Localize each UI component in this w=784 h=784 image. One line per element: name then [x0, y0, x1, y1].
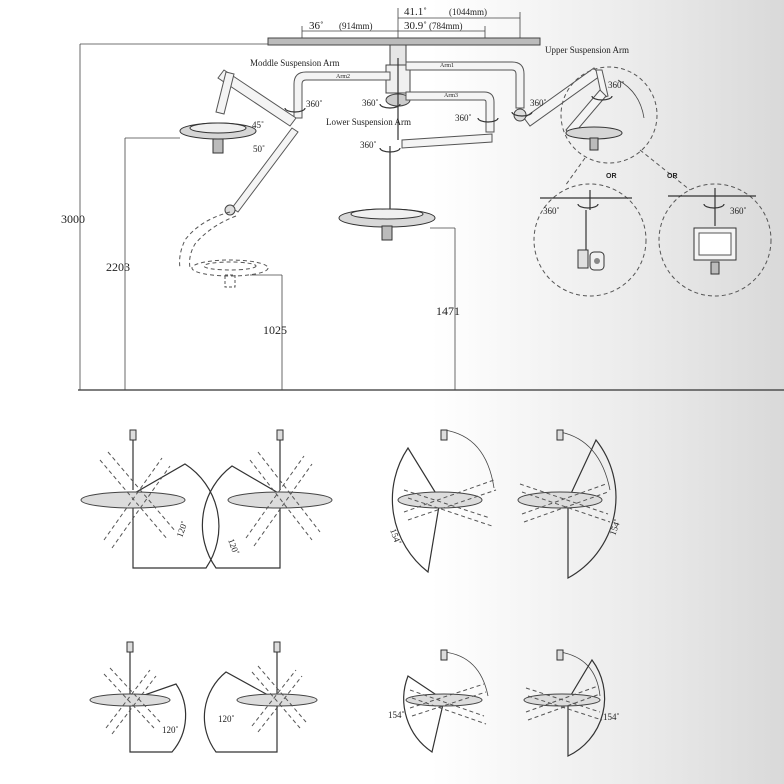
angle-120-1: 120˚: [174, 520, 189, 539]
left-spring-arm: [215, 69, 299, 216]
top-dimension-lines: [301, 8, 521, 38]
detail-circle-monitor: [658, 183, 772, 297]
left-upper-light: [179, 122, 257, 154]
detail-circle-light: [560, 66, 658, 164]
rot-360-left: 360˚: [306, 99, 323, 109]
tilt-diagram-1: [80, 429, 220, 569]
label-upper-arm: Upper Suspension Arm: [545, 45, 629, 55]
angle-154-1: 154˚: [388, 527, 403, 546]
floor-and-height-lines: [78, 43, 784, 391]
dim-arm3-angle: 30.9˚: [404, 20, 427, 32]
dim-arm1-angle: 41.1˚: [404, 6, 427, 18]
tilt-diagram-5: [89, 641, 187, 753]
upper-suspension-arm: [405, 61, 525, 109]
dim-arm2-angle: 36˚: [309, 20, 324, 32]
height-3000: 3000: [61, 212, 85, 226]
label-arm3: Arm3: [444, 93, 458, 99]
rot-360-lower: 360˚: [360, 140, 377, 150]
tilt-diagram-4: [517, 429, 617, 580]
angle-154-2: 154˚: [607, 518, 622, 537]
rotation-arcs: [284, 95, 725, 209]
middle-suspension-arm: [293, 71, 391, 119]
ceiling-plate: [267, 37, 541, 46]
tilt-diagram-7: [403, 649, 489, 753]
dim-arm2-mm: (914mm): [339, 21, 373, 31]
rot-360-camera: 360˚: [543, 206, 560, 216]
detail-circle-camera: [533, 183, 647, 297]
rot-360-center: 360˚: [362, 98, 379, 108]
lower-suspension-arm: [389, 91, 495, 212]
rot-360-detail: 360˚: [608, 80, 625, 90]
label-lower-arm: Lower Suspension Arm: [326, 117, 411, 127]
angle-154-3: 154˚: [388, 710, 405, 720]
tilt-diagram-2: [201, 429, 333, 569]
tilt-45: 45˚: [252, 120, 264, 130]
height-2203: 2203: [106, 260, 130, 274]
rot-360-upper: 360˚: [530, 98, 547, 108]
dim-arm1-mm: (1044mm): [449, 7, 487, 17]
angle-120-2: 120˚: [226, 537, 241, 556]
dim-arm3-mm: (784mm): [429, 21, 463, 31]
tilt-diagram-8: [523, 649, 606, 757]
height-1025: 1025: [263, 323, 287, 337]
tilt-diagram-3: [391, 429, 497, 574]
angle-154-4: 154˚: [603, 712, 620, 722]
label-arm1: Arm1: [440, 63, 454, 69]
label-arm2: Arm2: [336, 74, 350, 80]
height-1471: 1471: [436, 304, 460, 318]
detail-connectors: [564, 149, 691, 191]
angle-120-3: 120˚: [162, 725, 179, 735]
left-lowered-light: [179, 211, 269, 288]
rot-360-monitor: 360˚: [730, 206, 747, 216]
rot-360-arm3: 360˚: [455, 113, 472, 123]
tilt-50: 50˚: [253, 144, 265, 154]
option-or-2: OR: [667, 173, 678, 180]
label-middle-arm: Moddle Suspension Arm: [250, 58, 340, 68]
tilt-diagram-6: [203, 641, 318, 753]
option-or-1: OR: [606, 173, 617, 180]
angle-120-4: 120˚: [218, 714, 235, 724]
center-light: [338, 208, 436, 241]
